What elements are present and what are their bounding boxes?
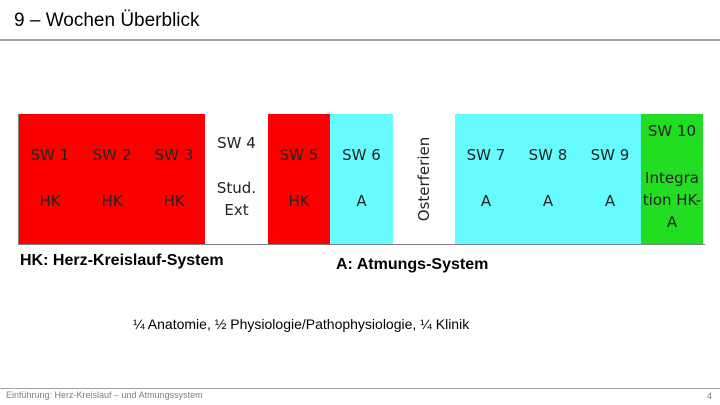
legend-respiration: A: Atmungs-System xyxy=(336,256,489,273)
content-distribution: ¼ Anatomie, ½ Physiologie/Pathophysiolog… xyxy=(133,316,470,332)
week-cell-sw5: SW 5 HK xyxy=(268,114,330,244)
slide-title: 9 – Wochen Überblick xyxy=(14,10,200,31)
title-divider xyxy=(0,39,720,41)
week-cell-sw6: SW 6 A xyxy=(330,114,393,244)
easter-break-label: Osterferien xyxy=(415,136,433,222)
week-topic: HK xyxy=(163,192,185,210)
week-label: SW 7 xyxy=(466,146,506,164)
week-cell-sw8: SW 8 A xyxy=(517,114,579,244)
week-topic: A xyxy=(542,192,554,210)
week-cell-sw3: SW 3 HK xyxy=(143,114,205,244)
page-number: 4 xyxy=(706,391,712,401)
week-label: SW 10 xyxy=(647,122,697,140)
week-topic: Integra tion HK-A xyxy=(642,169,702,231)
week-cell-sw7: SW 7 A xyxy=(455,114,517,244)
week-cell-sw9: SW 9 A xyxy=(579,114,641,244)
week-topic: HK xyxy=(288,192,310,210)
week-topic: A xyxy=(604,192,616,210)
week-label: SW 4 xyxy=(217,134,256,152)
week-topic: A xyxy=(480,192,492,210)
week-overview-table: SW 1 HK SW 2 HK SW 3 HK SW 4 Stud. Ext S… xyxy=(18,114,705,245)
week-label: SW 5 xyxy=(279,146,319,164)
week-cell-sw2: SW 2 HK xyxy=(81,114,143,244)
week-label: SW 1 xyxy=(30,146,70,164)
week-topic: Stud. Ext xyxy=(216,179,257,219)
week-label: SW 3 xyxy=(154,146,194,164)
footer-divider xyxy=(0,388,720,389)
week-label: SW 2 xyxy=(92,146,132,164)
week-label: SW 6 xyxy=(342,146,381,164)
week-topic: HK xyxy=(101,192,123,210)
legend-heart-circulation: HK: Herz-Kreislauf-System xyxy=(20,252,224,269)
week-label: SW 9 xyxy=(590,146,630,164)
week-topic: HK xyxy=(39,192,61,210)
week-cell-sw4: SW 4 Stud. Ext xyxy=(205,114,268,244)
week-cell-sw10: SW 10 Integra tion HK-A xyxy=(641,114,703,244)
easter-break-cell: Osterferien xyxy=(393,114,455,244)
week-topic: A xyxy=(356,192,367,210)
week-label: SW 8 xyxy=(528,146,568,164)
week-cell-sw1: SW 1 HK xyxy=(19,114,81,244)
footer-text: Einführung: Herz-Kreislauf – und Atmungs… xyxy=(6,390,203,400)
